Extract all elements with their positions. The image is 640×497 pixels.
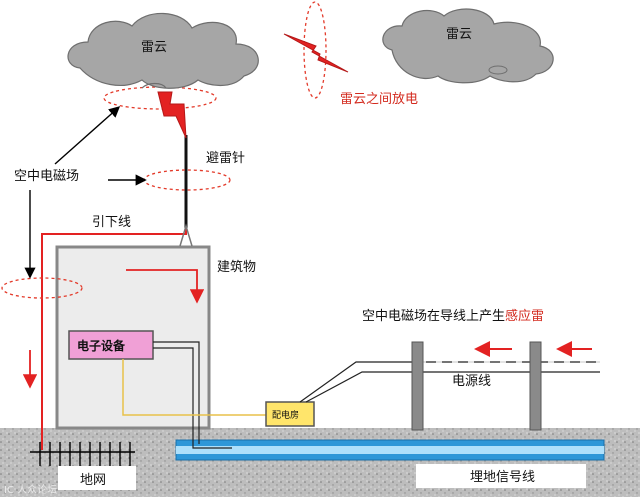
lightning-rod-label: 避雷针 xyxy=(206,151,245,166)
lightning-bolt-icon-main xyxy=(157,91,187,139)
cloud-icon-right xyxy=(382,8,554,84)
induced-caption-prefix: 空中电磁场在导线上产生 xyxy=(362,309,505,324)
current-arrow-inside xyxy=(126,269,205,304)
equipment-wire-yellow xyxy=(122,359,266,416)
pole-left xyxy=(411,341,424,431)
distribution-room-box xyxy=(265,401,315,427)
lightning-bolt-icon-between-clouds xyxy=(283,33,349,73)
buried-signal-label-box xyxy=(416,464,586,488)
building-label: 建筑物 xyxy=(217,259,256,275)
power-lines xyxy=(299,361,600,403)
cloud-discharge-label: 雷云之间放电 xyxy=(340,92,418,107)
em-field-loop-discharge xyxy=(303,1,327,99)
ground-grid-label: 地网 xyxy=(80,473,106,488)
air-em-field-label: 空中电磁场 xyxy=(14,169,79,184)
down-conductor-label: 引下线 xyxy=(92,215,131,230)
induced-lightning-caption: 空中电磁场在导线上产生感应雷 xyxy=(362,308,544,324)
equipment-wire-black xyxy=(153,341,200,444)
ground-grid-rods xyxy=(30,442,135,466)
power-line-label: 电源线 xyxy=(452,374,491,389)
watermark: IC 人众论坛 xyxy=(4,483,57,496)
electronic-equipment-label: 电子设备 xyxy=(77,338,126,353)
induced-caption-highlight: 感应雷 xyxy=(505,308,544,324)
cloud-right-label: 雷云 xyxy=(446,27,472,42)
equipment-wire-black-2 xyxy=(153,347,232,449)
buried-signal-label: 埋地信号线 xyxy=(470,470,535,485)
ground-grid-box xyxy=(58,466,136,490)
distribution-room-label: 配电房 xyxy=(272,409,299,421)
em-field-loop-building xyxy=(1,277,83,299)
down-conductor-wire xyxy=(41,225,187,450)
cloud-icon-left xyxy=(67,12,259,89)
cloud-left-label: 雷云 xyxy=(141,40,167,55)
pole-right xyxy=(529,341,542,431)
em-arrow-to-cloud xyxy=(54,106,121,165)
electronic-equipment-box xyxy=(68,330,154,360)
